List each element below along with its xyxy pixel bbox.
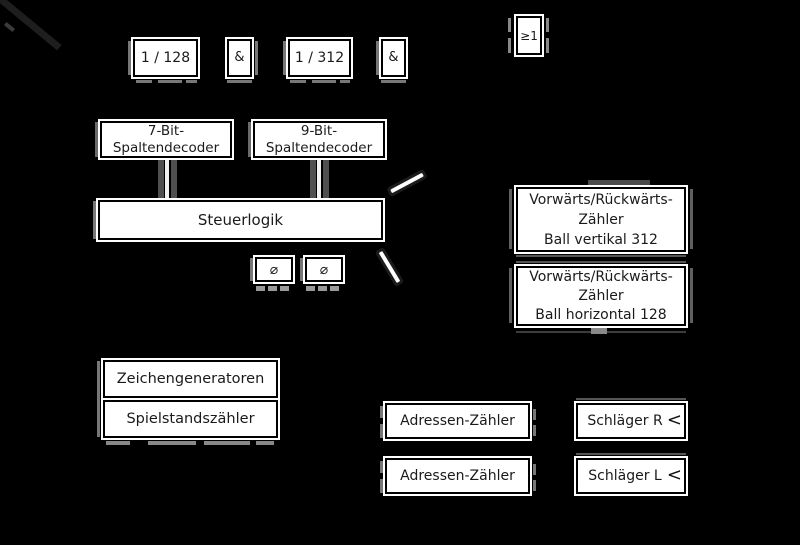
slashed-circle-icon: ⌀: [319, 261, 329, 278]
decoder-7bit-box: 7-Bit- Spaltendecoder: [98, 119, 234, 160]
wire-halo: [533, 464, 536, 475]
wire-halo: [576, 398, 686, 400]
counter-horizontal-line2: Zähler: [578, 287, 624, 304]
wire-halo: [256, 441, 274, 445]
wire-halo: [533, 409, 536, 420]
wire-halo: [533, 480, 536, 491]
wire-halo: [148, 441, 196, 445]
decoder-7bit-line1: 7-Bit-: [147, 122, 185, 139]
adressen-zaehler-1-label: Adressen-Zähler: [400, 413, 515, 429]
decoder-7bit-line2: Spaltendecoder: [112, 139, 220, 156]
bus-width-slash-icon: [378, 250, 401, 284]
counter-horizontal-line1: Vorwärts/Rückwärts-: [529, 268, 673, 285]
wire-halo: [95, 122, 98, 157]
and-gate-2-label: &: [388, 50, 399, 65]
wire-halo: [576, 453, 686, 455]
stray-line-dash: [3, 21, 16, 33]
wire-halo: [508, 38, 511, 53]
wire-halo: [283, 41, 286, 75]
and-gate-2-box: &: [379, 37, 408, 79]
wire-halo: [227, 80, 252, 83]
steuerlogik-label: Steuerlogik: [197, 211, 284, 229]
counter-vertical-line3: Ball vertikal 312: [544, 231, 658, 248]
counter-vertical-line1: Vorwärts/Rückwärts-: [529, 191, 673, 208]
decoder-9bit-box: 9-Bit- Spaltendecoder: [251, 119, 387, 160]
wire-halo: [158, 80, 182, 83]
wire-halo: [380, 479, 383, 493]
schlaeger-r-box: Schläger R <: [574, 401, 688, 441]
counter-ball-vertical-box: Vorwärts/Rückwärts- Zähler Ball vertikal…: [514, 185, 688, 254]
wire-halo: [533, 425, 536, 436]
wire-halo: [690, 189, 693, 249]
schlaeger-r-label: Schläger R: [587, 413, 663, 429]
modulator-2-box: ⌀: [303, 255, 345, 284]
wire-halo: [516, 261, 686, 263]
or-gate-box: ≥1: [514, 14, 544, 57]
wire-halo: [546, 38, 549, 53]
wire-halo: [250, 258, 253, 281]
zeichengeneratoren-box: Zeichengeneratoren: [101, 358, 280, 400]
wire-halo: [516, 255, 686, 257]
wire-halo: [381, 80, 406, 83]
wire-halo: [380, 424, 383, 438]
wire-halo: [136, 80, 152, 83]
and-gate-1-box: &: [225, 37, 254, 79]
counter-vertical-line2: Zähler: [578, 211, 624, 228]
wire-halo: [290, 80, 306, 83]
schlaeger-l-label: Schläger L: [588, 468, 662, 484]
wire-halo: [508, 18, 511, 32]
wire-halo: [300, 258, 303, 281]
wire-halo: [256, 286, 265, 291]
modulator-1-box: ⌀: [253, 255, 295, 284]
wire-halo: [128, 41, 131, 75]
wire-halo: [106, 441, 130, 445]
wire-halo: [376, 41, 379, 75]
bus-lines-9bit: [310, 160, 329, 199]
divider-312-box: 1 / 312: [286, 37, 353, 79]
divider-128-box: 1 / 128: [131, 37, 200, 79]
spielstandszaehler-box: Spielstandszähler: [101, 398, 280, 440]
wire-halo: [380, 461, 383, 473]
wire-halo: [318, 286, 327, 291]
bus-lines-7bit: [158, 160, 177, 199]
divider-128-label: 1 / 128: [140, 50, 191, 66]
bus-width-slash-icon: [390, 172, 424, 194]
schlaeger-l-box: Schläger L <: [574, 456, 688, 496]
slashed-circle-icon: ⌀: [269, 261, 279, 278]
wire-halo: [546, 18, 549, 32]
wire-halo: [380, 406, 383, 418]
counter-horizontal-line3: Ball horizontal 128: [535, 306, 667, 323]
wire-halo: [306, 286, 315, 291]
wire-halo: [690, 268, 693, 323]
wire-halo: [255, 41, 258, 75]
decoder-9bit-line1: 9-Bit-: [300, 122, 338, 139]
counter-ball-horizontal-box: Vorwärts/Rückwärts- Zähler Ball horizont…: [514, 264, 688, 328]
adressen-zaehler-2-box: Adressen-Zähler: [383, 456, 532, 496]
wire-halo: [204, 441, 250, 445]
zeichengeneratoren-label: Zeichengeneratoren: [116, 371, 265, 387]
wire-halo: [588, 180, 650, 185]
decoder-9bit-line2: Spaltendecoder: [265, 139, 373, 156]
or-gate-label: ≥1: [520, 28, 538, 43]
wire-halo: [330, 286, 339, 291]
wire-halo: [97, 361, 100, 437]
wire-halo: [509, 268, 512, 323]
wire-halo: [268, 286, 277, 291]
wire-halo: [280, 286, 289, 291]
wire-halo: [509, 189, 512, 249]
spielstandszaehler-label: Spielstandszähler: [126, 411, 255, 427]
left-arrowhead-icon: <: [666, 464, 682, 486]
left-arrowhead-icon: <: [666, 409, 682, 431]
adressen-zaehler-1-box: Adressen-Zähler: [383, 401, 532, 441]
and-gate-1-label: &: [234, 50, 245, 65]
adressen-zaehler-2-label: Adressen-Zähler: [400, 468, 515, 484]
wire-halo: [591, 328, 607, 334]
wire-halo: [248, 122, 251, 157]
wire-halo: [93, 201, 96, 239]
steuerlogik-box: Steuerlogik: [96, 198, 385, 242]
wire-halo: [340, 80, 350, 83]
divider-312-label: 1 / 312: [294, 50, 345, 66]
wire-halo: [186, 80, 197, 83]
wire-halo: [312, 80, 336, 83]
